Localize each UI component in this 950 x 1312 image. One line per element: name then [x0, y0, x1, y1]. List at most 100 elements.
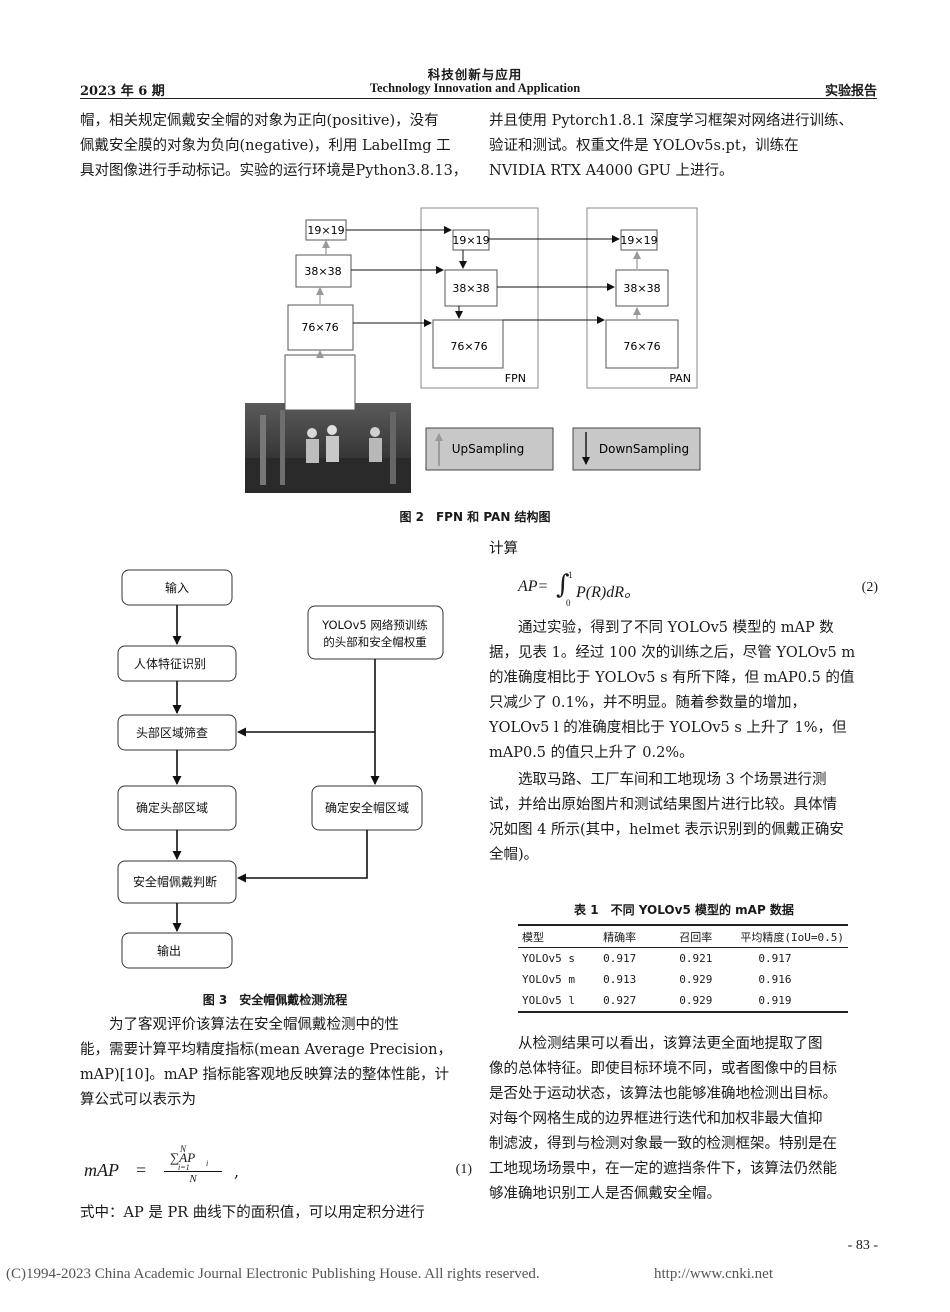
figure2-caption: 图 2 FPN 和 PAN 结构图 [399, 510, 551, 524]
text-line: 全帽)。 [489, 847, 539, 863]
table-header: 平均精度(IoU=0.5) [740, 930, 844, 944]
backbone-box-76 [287, 304, 354, 351]
text-line: YOLOv5 l 的准确度相比于 YOLOv5 s 上升了 1%，但 [489, 720, 847, 736]
eq2-lhs: AP= [518, 578, 549, 595]
journal-title-cn: 科技创新与应用 [427, 67, 523, 82]
input-box [284, 354, 356, 411]
text-line: 试，并给出原始图片和测试结果图片进行比较。具体情 [489, 797, 837, 813]
fpn-label: FPN [505, 372, 526, 385]
eq1-number: (1) [455, 1162, 472, 1177]
flow-human-label: 人体特征识别 [134, 656, 206, 671]
table-row: YOLOv5 l 0.927 0.929 0.919 [518, 990, 848, 1011]
text-line: 能，需要计算平均精度指标(mean Average Precision， [80, 1042, 452, 1058]
text-line: 只减少了 0.1%，并不明显。随着参数量的增加， [489, 695, 806, 711]
left-top-paragraph: 帽，相关规定佩戴安全帽的对象为正向(positive)，没有 佩戴安全膜的对象为… [80, 109, 470, 184]
text-line: 验证和测试。权重文件是 YOLOv5s.pt，训练在 [489, 138, 799, 154]
text-line: 是否处于运动状态，该算法也能够准确地检测出目标。 [489, 1086, 837, 1102]
detection-flowchart: 输入 人体特征识别 头部区域筛查 确定头部区域 安全帽佩戴判断 输出 YOLOv… [117, 569, 444, 969]
fpn-frame [420, 207, 539, 389]
pan-label: PAN [669, 372, 691, 385]
pan-box-38 [615, 269, 669, 307]
construction-photo [245, 403, 411, 493]
table-cell: 0.916 [758, 973, 792, 986]
issue-date: 2023 年 6 期 [80, 84, 165, 99]
text-line: 够准确地识别工人是否佩戴安全帽。 [489, 1186, 721, 1202]
eq1-lhs: mAP [84, 1160, 119, 1180]
table-cell: YOLOv5 l [522, 994, 575, 1007]
fpn-label-76: 76×76 [450, 340, 487, 353]
text-line: 算公式可以表示为 [80, 1092, 196, 1108]
fpn-label-38: 38×38 [452, 282, 489, 295]
flow-output-label: 输出 [157, 943, 181, 958]
table-header: 模型 [522, 930, 544, 944]
flow-input-label: 输入 [165, 580, 189, 595]
header-rule [80, 98, 877, 99]
text-line: 选取马路、工厂车间和工地现场 3 个场景进行测 [518, 772, 827, 788]
text-line: 为了客观评价该算法在安全帽佩戴检测中的性 [109, 1017, 399, 1033]
text-line: 像的总体特征。即使目标环境不同，或者图像中的目标 [489, 1061, 837, 1077]
eq2-body: P(R)dR。 [576, 584, 640, 601]
legend-down-label: DownSampling [599, 442, 689, 456]
pan-label-76: 76×76 [623, 340, 660, 353]
legend-up-label: UpSampling [452, 442, 525, 456]
right-bottom-paragraph: 从检测结果可以看出，该算法更全面地提取了图 像的总体特征。即使目标环境不同，或者… [489, 1032, 879, 1207]
fpn-box-38 [444, 269, 498, 307]
table1-grid: 模型 精确率 召回率 平均精度(IoU=0.5) YOLOv5 s 0.917 … [518, 926, 848, 1011]
table-cell: 0.919 [758, 994, 792, 1007]
table-header-row: 模型 精确率 召回率 平均精度(IoU=0.5) [518, 926, 848, 948]
table-cell: 0.929 [679, 994, 713, 1007]
table1: 模型 精确率 召回率 平均精度(IoU=0.5) YOLOv5 s 0.917 … [518, 924, 848, 1013]
flow-pretrain [307, 605, 444, 660]
backbone-label-76: 76×76 [301, 321, 338, 334]
text-line: mAP0.5 的值只上升了 0.2%。 [489, 745, 694, 761]
right-para-1: 通过实验，得到了不同 YOLOv5 模型的 mAP 数 据，见表 1。经过 10… [489, 616, 879, 766]
fpn-pan-figure: 76×76 38×38 19×19 19×19 38×38 76×76 FPN … [245, 207, 701, 493]
table-row: YOLOv5 m 0.913 0.929 0.916 [518, 969, 848, 990]
eq2-int-bot: 0 [566, 598, 571, 608]
text-line: 工地现场场景中，在一定的遮挡条件下，该算法仍然能 [489, 1161, 837, 1177]
eq2-int-top: 1 [568, 570, 573, 580]
equation-1: mAP = N ∑AP i i=1 N , (1) [84, 1144, 472, 1198]
eq1-equals: = [136, 1160, 147, 1180]
table-cell: 0.929 [679, 973, 713, 986]
text-line: 通过实验，得到了不同 YOLOv5 模型的 mAP 数 [518, 620, 834, 636]
eq1-sub: i [206, 1159, 209, 1168]
pan-label-19: 19×19 [620, 234, 657, 247]
flow-pretrain-line1: YOLOv5 网络预训练 [321, 618, 428, 632]
fpn-box-76 [432, 319, 504, 369]
eq1-numerator: ∑AP [170, 1150, 196, 1165]
text-line: 的准确度相比于 YOLOv5 s 有所下降，但 mAP0.5 的值 [489, 670, 855, 686]
table-cell: 0.913 [603, 973, 637, 986]
text-line: 从检测结果可以看出，该算法更全面地提取了图 [518, 1036, 823, 1052]
flow-output [121, 932, 233, 969]
flow-head-region-label: 确定头部区域 [136, 800, 208, 815]
backbone-label-38: 38×38 [304, 265, 341, 278]
table-row: YOLOv5 s 0.917 0.921 0.917 [518, 948, 848, 970]
text-line: 制滤波，得到与检测对象最一致的检测框架。特别是在 [489, 1136, 837, 1152]
figure3-caption: 图 3 安全帽佩戴检测流程 [202, 993, 348, 1007]
equation-2: AP= ∫ 1 0 P(R)dR。 (2) [518, 568, 878, 608]
text-line: 并且使用 Pytorch1.8.1 深度学习框架对网络进行训练、 [489, 113, 854, 129]
table-cell: YOLOv5 m [522, 973, 575, 986]
pan-label-38: 38×38 [623, 282, 660, 295]
eq1-denominator: N [189, 1173, 197, 1185]
text-line: NVIDIA RTX A4000 GPU 上进行。 [489, 163, 734, 179]
text-line: 佩戴安全膜的对象为负向(negative)，利用 LabelImg 工 [80, 138, 451, 154]
text-line: 具对图像进行手动标记。实验的运行环境是Python3.8.13， [80, 163, 468, 179]
flow-pretrain-line2: 的头部和安全帽权重 [323, 635, 427, 649]
eq2-integral: ∫ [556, 570, 570, 600]
pan-box-76 [605, 319, 679, 369]
flow-helmet-region-label: 确定安全帽区域 [325, 800, 409, 815]
table-cell: 0.921 [679, 952, 713, 965]
pan-frame [586, 207, 698, 389]
cnki-link[interactable]: http://www.cnki.net [654, 1266, 774, 1282]
journal-title-en: Technology Innovation and Application [369, 81, 581, 95]
eq1-comma: , [234, 1162, 240, 1181]
eq1-sum-top: N [180, 1144, 187, 1154]
text-line: 帽，相关规定佩戴安全帽的对象为正向(positive)，没有 [80, 113, 439, 129]
right-top-paragraph: 并且使用 Pytorch1.8.1 深度学习框架对网络进行训练、 验证和测试。权… [489, 109, 879, 184]
table-cell: YOLOv5 s [522, 952, 575, 965]
flow-judge-label: 安全帽佩戴判断 [133, 874, 217, 889]
text-line: mAP)[10]。mAP 指标能客观地反映算法的整体性能，计 [80, 1067, 449, 1083]
text-line: 对每个网格生成的边界框进行迭代和加权非最大值抑 [489, 1111, 823, 1127]
